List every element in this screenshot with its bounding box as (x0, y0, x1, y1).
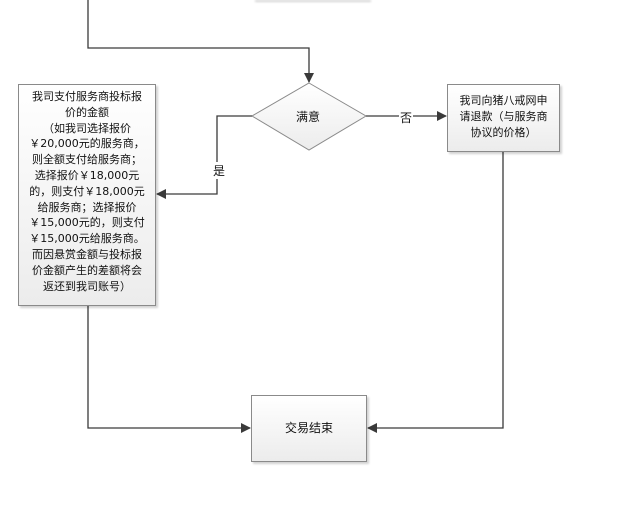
pay-provider-box: 我司支付服务商投标报 价的金额 （如我司选择报价 ￥20,000元的服务商， 则… (18, 84, 156, 306)
decision-label: 满意 (296, 110, 321, 124)
pay-line: 的，则支付￥18,000元 (29, 184, 145, 198)
pay-line: 价的金额 (65, 105, 109, 119)
pay-line: ￥15,000元的，则支付 (29, 216, 145, 230)
pay-line: 而因悬赏金额与投标报 (32, 247, 142, 261)
connector-pay-to-end (87, 306, 251, 433)
pay-line: 价金额产生的差额将会 (32, 263, 142, 277)
pay-line: 则全额支付给服务商； (32, 153, 142, 167)
pay-line: （如我司选择报价 (43, 121, 131, 135)
pay-line: ￥20,000元的服务商， (29, 137, 145, 151)
pay-line: 返还到我司账号） (43, 279, 131, 293)
transaction-end-box: 交易结束 (251, 395, 367, 462)
pay-line: ￥15,000元给服务商。 (29, 232, 145, 246)
connector-yes (156, 115, 252, 199)
connector-top-to-decision (87, 0, 314, 83)
no-branch-label: 否 (399, 109, 414, 126)
pay-line: 选择报价￥18,000元 (34, 168, 140, 182)
end-label: 交易结束 (284, 421, 333, 435)
yes-branch-label: 是 (212, 162, 227, 179)
refund-line: 我司向猪八戒网申 (459, 94, 548, 107)
pay-line: 给服务商；选择报价 (37, 200, 137, 214)
refund-request-box: 我司向猪八戒网申 请退款（与服务商 协议的价格） (447, 84, 560, 152)
decision-diamond (251, 82, 367, 151)
refund-line: 请退款（与服务商 (459, 109, 548, 123)
connector-refund-to-end (367, 152, 504, 433)
refund-line: 协议的价格） (470, 125, 537, 139)
pay-line: 我司支付服务商投标报 (32, 90, 142, 103)
